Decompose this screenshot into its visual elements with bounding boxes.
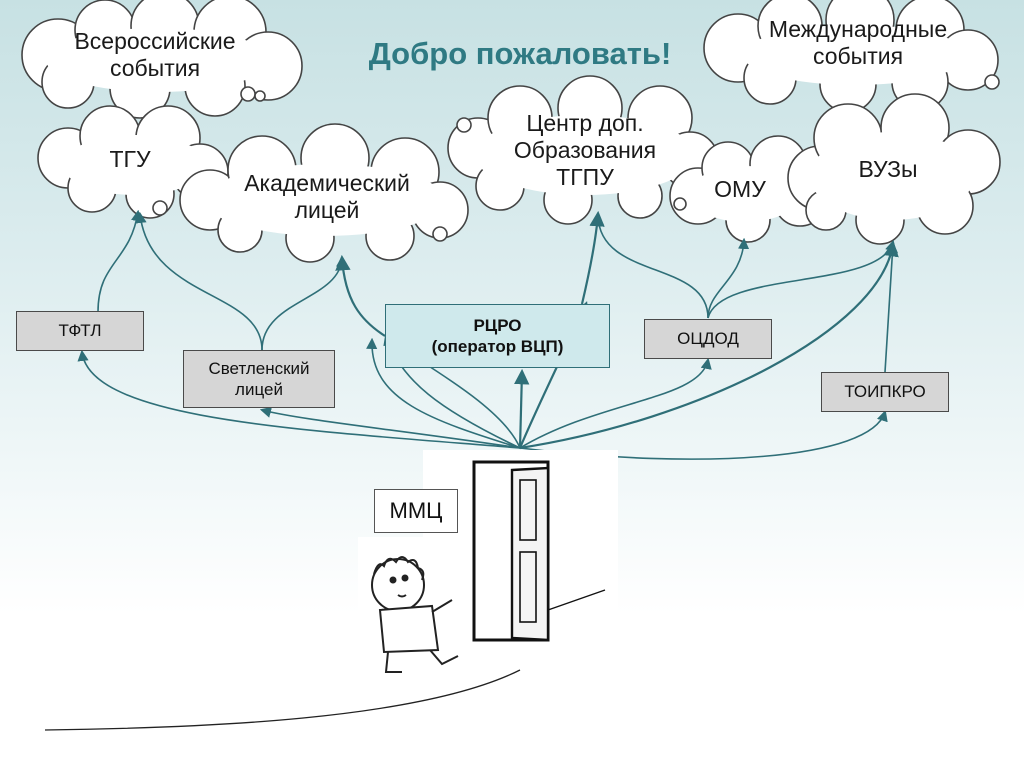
cloud-label-akad: Академический лицей	[244, 170, 410, 224]
cloud-akad	[179, 123, 469, 263]
box-rcro-hub: РЦРО (оператор ВЦП)	[385, 304, 610, 368]
floor-line	[44, 669, 521, 731]
box-ocdod: ОЦДОД	[644, 319, 772, 359]
child-icon	[358, 537, 459, 680]
box-toipkro: ТОИПКРО	[821, 372, 949, 412]
cloud-centr	[447, 75, 719, 225]
cloud-label-tgu: ТГУ	[109, 146, 151, 172]
cloud-vuzy	[787, 93, 1001, 245]
box-mmc: ММЦ	[374, 489, 458, 533]
cloud-tgu	[37, 105, 229, 219]
page-title: Добро пожаловать!	[368, 36, 672, 71]
box-tftl: ТФТЛ	[16, 311, 144, 351]
cloud-label-mezhdunar: Международные события	[768, 16, 948, 70]
cloud-label-vuzy: ВУЗы	[858, 156, 918, 182]
cloud-vseross	[21, 0, 303, 119]
cloud-label-omu: ОМУ	[714, 176, 766, 202]
box-svetlensky-licey: Светленский лицей	[183, 350, 335, 408]
cloud-label-centr: Центр доп. Образования ТГПУ	[513, 110, 657, 191]
cloud-omu	[669, 135, 827, 243]
cloud-label-vseross: Всероссийские события	[74, 28, 236, 82]
